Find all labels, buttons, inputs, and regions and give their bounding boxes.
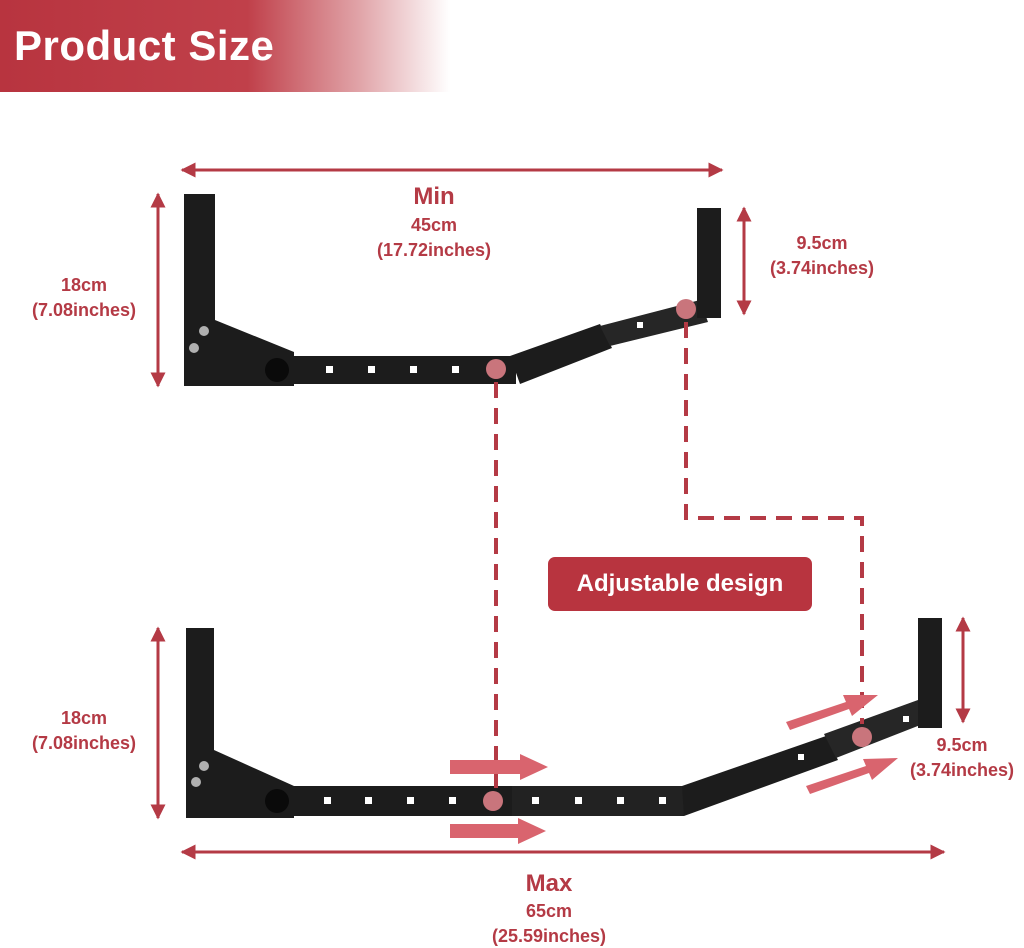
pin-icon — [486, 359, 506, 379]
max-left-height-cm: 18cm — [60, 708, 108, 728]
max-right-height-cm: 9.5cm — [936, 735, 988, 755]
max-length-cm: 65cm — [525, 901, 573, 921]
max-label: Max — [525, 870, 573, 897]
arrow-diagonal-icon — [786, 695, 878, 730]
min-left-height-in: (7.08inches) — [31, 300, 137, 320]
min-length-in: (17.72inches) — [376, 240, 492, 260]
arrow-diagonal-icon — [806, 758, 898, 794]
min-length-cm: 45cm — [410, 215, 458, 235]
pin-icon — [676, 299, 696, 319]
pin-icon — [483, 791, 503, 811]
dashed-connector-right — [684, 322, 864, 724]
arrow-right-icon — [450, 754, 548, 780]
adjustable-design-badge: Adjustable design — [548, 557, 812, 611]
arrow-right-icon — [450, 818, 546, 844]
min-label: Min — [413, 183, 455, 210]
min-right-height-in: (3.74inches) — [769, 258, 875, 278]
max-length-in: (25.59inches) — [491, 926, 607, 946]
min-left-height-cm: 18cm — [60, 275, 108, 295]
max-right-height-in: (3.74inches) — [909, 760, 1015, 780]
header-banner: Product Size — [0, 0, 450, 92]
min-right-height-cm: 9.5cm — [796, 233, 848, 253]
page-title: Product Size — [14, 22, 275, 69]
max-bracket — [186, 618, 942, 818]
pin-icon — [852, 727, 872, 747]
max-left-height-in: (7.08inches) — [31, 733, 137, 753]
